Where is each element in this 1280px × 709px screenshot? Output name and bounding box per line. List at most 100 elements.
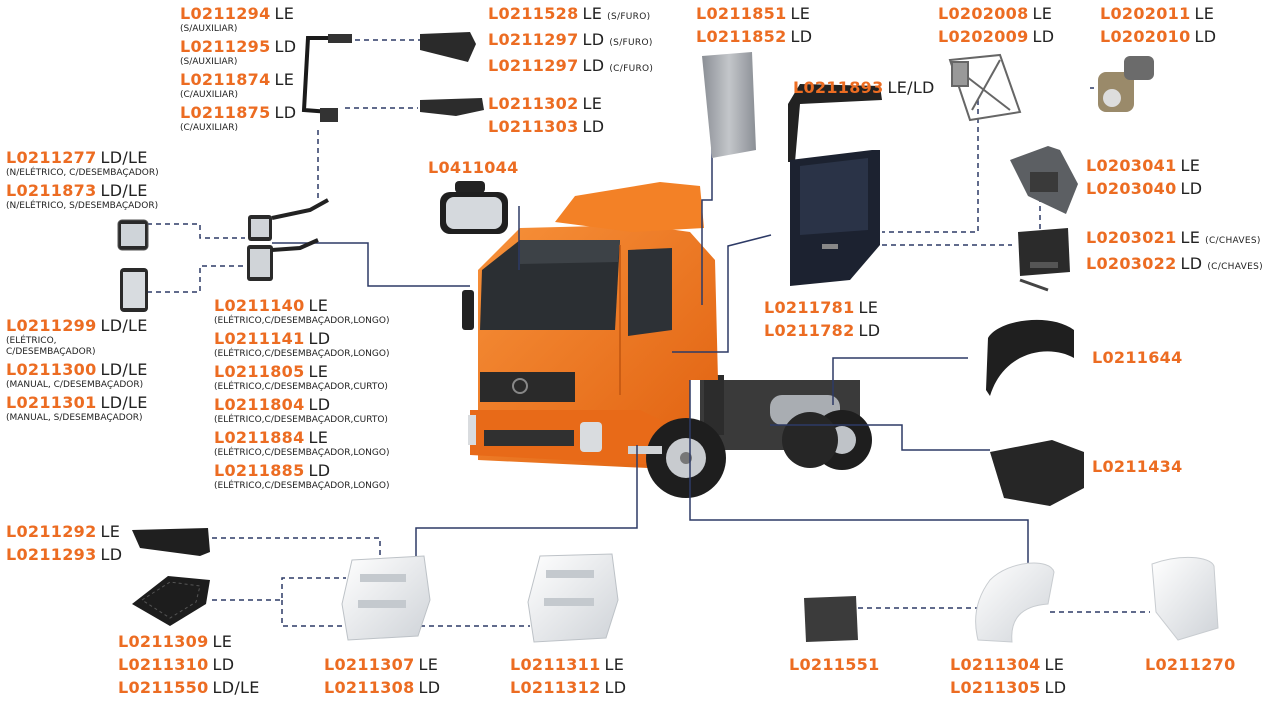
part-code: L0211294 [180,4,271,23]
part-side: LD [308,329,331,348]
part-code: L0211309 [118,632,209,651]
label-battery-cover: L0211434 [1092,457,1183,477]
label-rear-fender: L0211644 [1092,348,1183,368]
part-side: LD [1180,254,1203,273]
part-side: LD [418,678,441,697]
part-side: LD [582,117,605,136]
part-side: LE [308,296,329,315]
part-code: L0211311 [510,655,601,674]
part-side: LD [790,27,813,46]
part-side: LE [1032,4,1053,23]
part-code: L0211885 [214,461,305,480]
part-side: LE [604,655,625,674]
part-side: LE [582,4,603,23]
part-note: (ELÉTRICO,C/DESEMBAÇADOR,LONGO) [214,481,390,491]
part-code: L0211551 [789,655,880,674]
part-code: L0211297 [488,56,579,75]
part-side: LD/LE [100,393,148,412]
part-side: LD [100,545,123,564]
part-side: LE [212,632,233,651]
part-code: L0211310 [118,655,209,674]
part-code: L0211805 [214,362,305,381]
part-code: L0211303 [488,117,579,136]
part-side: LD [1180,179,1203,198]
part-note: (C/CHAVES) [1207,262,1263,272]
part-code: L0211804 [214,395,305,414]
step-box-b-part [527,553,619,643]
label-mudflap: L0211551 [789,655,880,675]
part-code: L0211528 [488,4,579,23]
label-inner-mirror: L0411044 [428,158,519,178]
inner-mirror-part [440,181,508,234]
step-grid-part [132,576,210,626]
rear-fender-part [986,319,1074,396]
part-code: L0211140 [214,296,305,315]
part-note: (C/AUXILIAR) [180,90,238,100]
part-note: (S/AUXILIAR) [180,57,238,67]
part-side: LE [274,4,295,23]
part-side: LE [582,94,603,113]
part-code: L0211782 [764,321,855,340]
part-note-2: C/DESEMBAÇADOR) [6,347,96,357]
part-code: L0211312 [510,678,601,697]
mirror-cover-part [420,32,476,62]
part-side: LE [308,428,329,447]
part-note: (MANUAL, C/DESEMBAÇADOR) [6,380,144,390]
part-note: (S/AUXILIAR) [180,24,238,34]
label-fender-cover: L0211270 [1145,655,1236,675]
part-note: (ELÉTRICO,C/DESEMBAÇADOR,LONGO) [214,316,390,326]
part-code: L0203022 [1086,254,1177,273]
part-code: L0211875 [180,103,271,122]
part-note: (C/FURO) [609,64,654,74]
part-code: L0211299 [6,316,97,335]
side-panel-part [702,52,756,158]
part-note: (N/ELÉTRICO, S/DESEMBAÇADOR) [6,201,159,211]
part-side: LD [308,395,331,414]
part-note: (ELÉTRICO,C/DESEMBAÇADOR,LONGO) [214,349,390,359]
part-side: LE [418,655,439,674]
part-side: LD [582,56,605,75]
part-code: L0211293 [6,545,97,564]
part-side: LD/LE [100,316,148,335]
part-code: L0203041 [1086,156,1177,175]
part-code: L0411044 [428,158,519,177]
fender-cover-part [1151,556,1219,641]
part-note: (ELÉTRICO,C/DESEMBAÇADOR,LONGO) [214,448,390,458]
battery-cover-part [990,440,1084,506]
part-side: LE [790,4,811,23]
part-code: L0202009 [938,27,1029,46]
part-code: L0211270 [1145,655,1236,674]
mirror-set-part [117,198,329,312]
part-code: L0202010 [1100,27,1191,46]
part-side: LD [604,678,627,697]
window-regulator-part [948,53,1022,122]
part-code: L0211297 [488,30,579,49]
part-side: LD [1044,678,1067,697]
part-side: LE/LD [887,78,935,97]
part-side: LD [274,37,297,56]
part-note: (ELÉTRICO,C/DESEMBAÇADOR,CURTO) [214,382,388,392]
part-code: L0203040 [1086,179,1177,198]
part-code: L0202011 [1100,4,1191,23]
step-box-a-part [341,555,431,641]
part-note: (ELÉTRICO, [6,336,57,346]
mudflap-part [804,596,858,642]
part-side: LE [100,522,121,541]
door-lock-part [1010,146,1078,214]
part-code: L0211644 [1092,348,1183,367]
part-code: L0211874 [180,70,271,89]
part-code: L0211434 [1092,457,1183,476]
window-motor-part [1098,56,1154,112]
